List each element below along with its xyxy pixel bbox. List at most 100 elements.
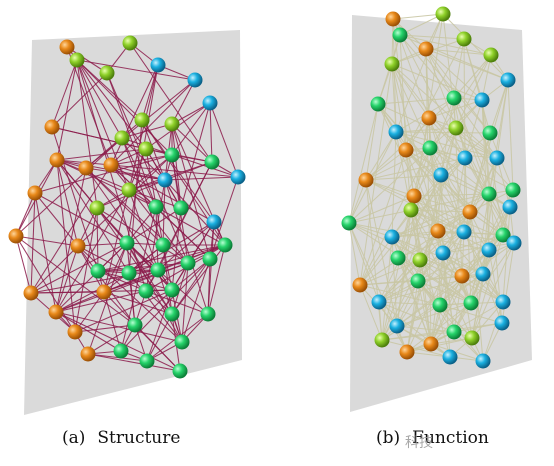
function-edge <box>428 99 483 119</box>
function-node-green <box>392 27 408 43</box>
structure-edge <box>126 242 173 315</box>
structure-node-green <box>150 262 166 278</box>
function-edge <box>507 79 514 191</box>
structure-edge <box>171 79 196 125</box>
structure-edge <box>126 206 157 244</box>
structure-edge <box>55 311 181 372</box>
function-edge <box>430 343 484 362</box>
structure-edge <box>85 167 166 181</box>
function-node-blue <box>456 224 472 240</box>
function-edge <box>396 325 451 358</box>
structure-edge <box>87 353 181 372</box>
function-edge <box>429 147 463 277</box>
function-node-blue <box>389 318 405 334</box>
structure-edge <box>155 206 226 246</box>
function-edge <box>455 127 514 191</box>
structure-edge <box>155 206 159 271</box>
structure-node-lime <box>99 65 115 81</box>
structure-edge <box>77 245 183 343</box>
structure-node-orange <box>49 152 65 168</box>
function-edge <box>381 209 412 341</box>
function-edge <box>391 63 397 133</box>
structure-edge <box>103 269 159 293</box>
structure-edge <box>55 291 105 313</box>
function-edge <box>378 301 455 333</box>
structure-edge <box>56 59 78 161</box>
function-edge <box>406 127 457 353</box>
function-edge <box>381 236 393 341</box>
function-edge <box>413 147 431 197</box>
function-node-orange <box>421 110 437 126</box>
function-edge <box>406 337 473 353</box>
structure-edge <box>134 324 181 372</box>
function-edge <box>395 131 498 159</box>
structure-node-green <box>202 251 218 267</box>
function-edge <box>365 131 397 181</box>
structure-edge <box>15 192 36 237</box>
structure-edge <box>96 207 189 264</box>
structure-edge <box>74 289 173 333</box>
structure-edge <box>15 235 79 247</box>
function-node-orange <box>399 344 415 360</box>
structure-node-green <box>119 235 135 251</box>
structure-edge <box>76 59 98 209</box>
function-edge <box>410 209 451 358</box>
function-edge <box>481 54 492 101</box>
function-node-lime <box>483 47 499 63</box>
function-node-blue <box>457 150 473 166</box>
function-edge <box>365 149 407 181</box>
structure-edge <box>110 79 196 166</box>
function-edge <box>406 231 465 353</box>
structure-edge <box>126 207 182 244</box>
function-edge <box>428 117 466 159</box>
structure-edge <box>87 324 136 355</box>
function-node-lime <box>456 31 472 47</box>
structure-edge <box>164 179 209 315</box>
function-node-green <box>446 90 462 106</box>
structure-edge <box>97 244 226 272</box>
function-edges <box>348 13 515 362</box>
structure-edge <box>34 192 128 244</box>
structure-edge <box>126 242 183 343</box>
function-edge <box>439 252 444 306</box>
function-node-blue <box>388 124 404 140</box>
caption-structure-tag: (a) <box>62 428 86 448</box>
function-edge <box>461 275 504 303</box>
function-edge <box>348 222 361 286</box>
structure-node-lime <box>138 141 154 157</box>
function-node-lime <box>464 330 480 346</box>
structure-edge <box>121 137 166 181</box>
function-edge <box>463 38 491 134</box>
function-edge <box>391 63 430 119</box>
structure-edge <box>76 59 143 121</box>
structure-edge <box>110 64 159 166</box>
structure-edge <box>171 123 182 209</box>
function-edge <box>413 127 457 197</box>
structure-edge <box>141 64 159 121</box>
structure-edge <box>34 154 173 194</box>
structure-edge <box>134 289 173 326</box>
function-node-lime <box>374 332 390 348</box>
function-node-green <box>390 250 406 266</box>
function-node-blue <box>494 315 510 331</box>
structure-node-orange <box>103 157 119 173</box>
function-node-green <box>410 273 426 289</box>
function-edge <box>399 13 444 36</box>
structure-edge <box>164 179 226 246</box>
structure-edge <box>207 258 211 315</box>
structure-node-orange <box>27 185 43 201</box>
structure-edge <box>162 179 166 246</box>
function-edge <box>365 179 383 341</box>
function-edge <box>359 147 431 286</box>
structure-edge <box>34 192 79 247</box>
structure-node-green <box>90 263 106 279</box>
function-edge <box>381 322 503 341</box>
structure-edge <box>76 59 130 191</box>
panel-function <box>341 6 532 412</box>
function-edge <box>365 103 379 181</box>
function-edge <box>365 147 431 181</box>
function-nodes <box>341 6 522 369</box>
function-edge <box>429 147 471 213</box>
structure-edge <box>146 313 173 362</box>
structure-edge <box>128 189 182 209</box>
